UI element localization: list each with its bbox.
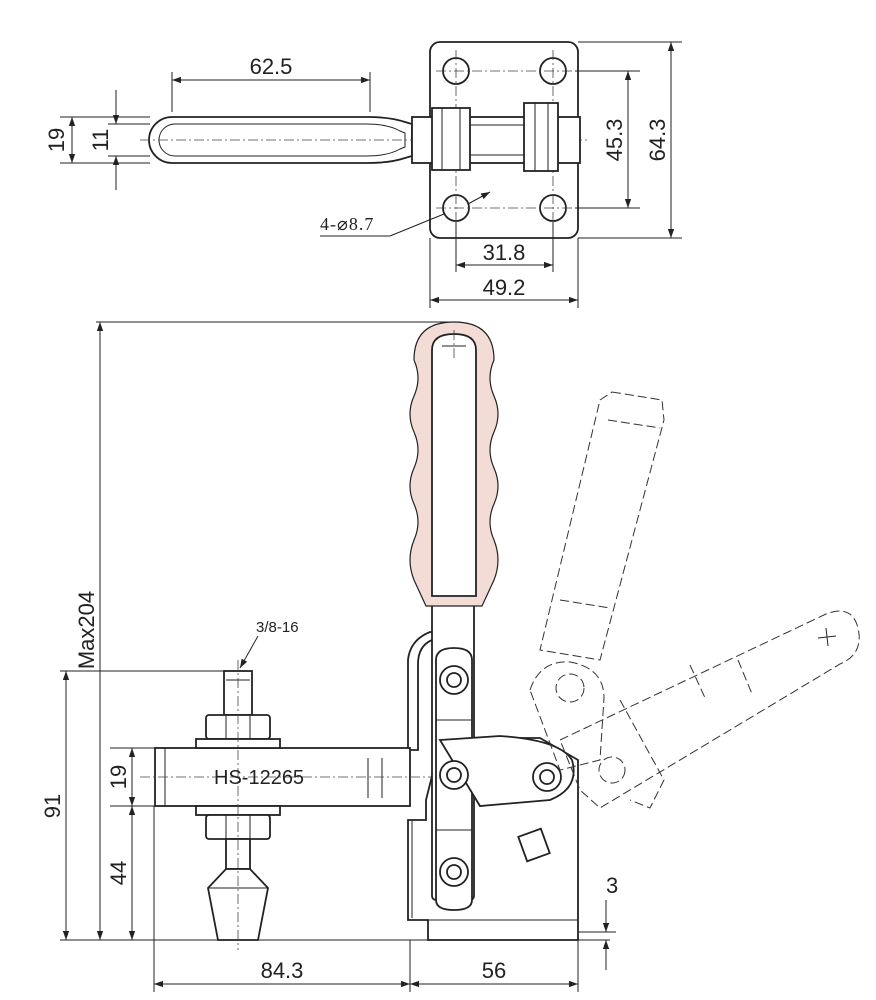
dim-handle-inner: 11 [88, 129, 113, 152]
phantom-handle [529, 391, 860, 809]
thread-callout: 3/8-16 [256, 619, 299, 636]
dim-base-thickness: 3 [606, 873, 618, 898]
dim-base-length: 56 [482, 958, 506, 983]
dim-bar-height: 44 [106, 861, 131, 885]
dim-handle-outer: 19 [44, 128, 69, 152]
side-view: HS-12265 3/8-16 Max204 91 19 [40, 321, 860, 992]
dim-hole-spacing-x: 31.8 [483, 240, 526, 265]
handle-loop-top [148, 116, 413, 164]
dim-hole-spacing-y: 45.3 [602, 119, 627, 162]
dim-max-height: Max204 [74, 591, 99, 669]
dim-handle-length: 62.5 [250, 54, 293, 79]
dim-base-width: 49.2 [483, 275, 526, 300]
dim-reach: 84.3 [261, 958, 304, 983]
spindle-assembly [195, 660, 281, 950]
dim-spindle-height: 91 [40, 794, 65, 818]
top-view: 62.5 19 11 45.3 64.3 31.8 49.2 4 [44, 41, 682, 308]
hole-callout: 4-⌀8.7 [320, 214, 374, 234]
dim-bar-thickness: 19 [106, 765, 131, 789]
model-label: HS-12265 [214, 767, 304, 789]
dim-base-height: 64.3 [645, 119, 670, 162]
